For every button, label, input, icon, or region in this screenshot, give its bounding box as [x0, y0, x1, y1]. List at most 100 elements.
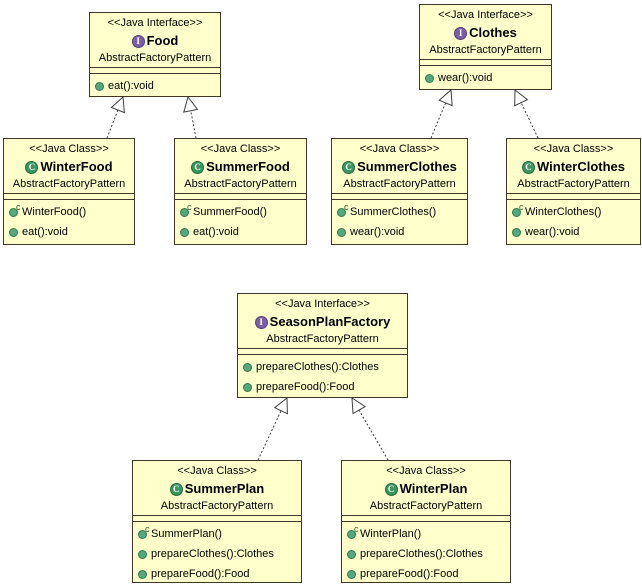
- methods-compartment: c WinterFood() eat():void: [4, 200, 134, 244]
- constructor-icon: c: [347, 524, 359, 539]
- methods-compartment: c WinterClothes() wear():void: [507, 200, 640, 244]
- interface-box-clothes[interactable]: <<Java Interface>> I Clothes AbstractFac…: [419, 4, 552, 90]
- class-icon: C: [169, 482, 183, 496]
- box-header: <<Java Interface>> I SeasonPlanFactory A…: [238, 294, 407, 348]
- class-icon: C: [25, 160, 39, 174]
- realization-arrow-winterfood-food[interactable]: [106, 95, 125, 139]
- method-row[interactable]: prepareClothes():Clothes: [347, 544, 510, 564]
- method-row[interactable]: eat():void: [95, 76, 220, 96]
- realization-arrow-summerclothes-clothes[interactable]: [430, 88, 453, 139]
- methods-compartment: c SummerFood() eat():void: [175, 200, 306, 244]
- constructor-row[interactable]: c WinterFood(): [9, 202, 134, 222]
- class-box-summerplan[interactable]: <<Java Class>> C SummerPlan AbstractFact…: [132, 460, 302, 583]
- public-method-icon: [138, 569, 147, 579]
- method-label: prepareFood():Food: [256, 381, 355, 393]
- public-method-icon: [425, 73, 434, 83]
- stereotype-label: <<Java Interface>>: [275, 298, 370, 310]
- constructor-marker: c: [344, 201, 349, 212]
- class-box-summerclothes[interactable]: <<Java Class>> C SummerClothes AbstractF…: [331, 138, 468, 245]
- class-name: SummerPlan: [184, 481, 265, 496]
- method-row[interactable]: prepareFood():Food: [347, 564, 510, 584]
- realization-arrow-summerfood-food[interactable]: [183, 95, 199, 139]
- interface-name: SeasonPlanFactory: [269, 314, 391, 329]
- package-label: AbstractFactoryPattern: [266, 333, 379, 345]
- class-box-summerfood[interactable]: <<Java Class>> C SummerFood AbstractFact…: [174, 138, 307, 245]
- class-name: WinterFood: [40, 159, 113, 174]
- interface-box-seasonplanfactory[interactable]: <<Java Interface>> I SeasonPlanFactory A…: [237, 293, 408, 398]
- method-label: prepareClothes():Clothes: [151, 548, 274, 560]
- method-label: wear():void: [438, 72, 493, 84]
- constructor-row[interactable]: c SummerFood(): [180, 202, 306, 222]
- public-method-icon: [243, 362, 252, 372]
- interface-icon: I: [454, 26, 468, 40]
- method-row[interactable]: eat():void: [180, 222, 306, 242]
- method-label: prepareFood():Food: [360, 568, 459, 580]
- constructor-marker: c: [354, 523, 359, 534]
- box-header: <<Java Class>> C SummerClothes AbstractF…: [332, 139, 467, 193]
- method-row[interactable]: wear():void: [512, 222, 640, 242]
- package-label: AbstractFactoryPattern: [343, 178, 456, 190]
- method-row[interactable]: wear():void: [337, 222, 467, 242]
- class-box-winterplan[interactable]: <<Java Class>> C WinterPlan AbstractFact…: [341, 460, 511, 583]
- method-label: WinterPlan(): [360, 528, 422, 540]
- constructor-row[interactable]: c SummerClothes(): [337, 202, 467, 222]
- method-row[interactable]: prepareFood():Food: [138, 564, 301, 584]
- constructor-marker: c: [519, 201, 524, 212]
- method-row[interactable]: prepareFood():Food: [243, 377, 407, 397]
- class-box-winterfood[interactable]: <<Java Class>> C WinterFood AbstractFact…: [3, 138, 135, 245]
- method-label: wear():void: [350, 226, 405, 238]
- public-method-icon: [243, 382, 252, 392]
- box-header: <<Java Class>> C SummerPlan AbstractFact…: [133, 461, 301, 515]
- attributes-compartment: [175, 193, 306, 200]
- stereotype-label: <<Java Class>>: [533, 143, 614, 155]
- class-icon: C: [522, 160, 535, 174]
- class-name: SummerClothes: [357, 159, 457, 174]
- constructor-row[interactable]: c WinterPlan(): [347, 524, 510, 544]
- methods-compartment: c SummerPlan() prepareClothes():Clothes …: [133, 522, 301, 584]
- realization-arrow-winterclothes-clothes[interactable]: [514, 88, 539, 139]
- method-label: eat():void: [108, 80, 154, 92]
- attributes-compartment: [342, 515, 510, 522]
- attributes-compartment: [332, 193, 467, 200]
- stereotype-label: <<Java Interface>>: [438, 9, 533, 21]
- package-label: AbstractFactoryPattern: [517, 178, 630, 190]
- interface-name: Food: [146, 33, 179, 48]
- methods-compartment: eat():void: [90, 74, 220, 96]
- methods-compartment: c WinterPlan() prepareClothes():Clothes …: [342, 522, 510, 584]
- attributes-compartment: [238, 348, 407, 355]
- package-label: AbstractFactoryPattern: [98, 52, 212, 64]
- public-method-icon: [138, 549, 147, 559]
- interface-name: Clothes: [469, 25, 517, 40]
- class-icon: C: [384, 482, 398, 496]
- method-row[interactable]: eat():void: [9, 222, 134, 242]
- attributes-compartment: [507, 193, 640, 200]
- constructor-icon: c: [512, 202, 524, 217]
- constructor-row[interactable]: c WinterClothes(): [512, 202, 640, 222]
- constructor-marker: c: [16, 201, 21, 212]
- stereotype-label: <<Java Class>>: [359, 143, 440, 155]
- realization-arrow-winterplan-factory[interactable]: [351, 397, 389, 461]
- public-method-icon: [337, 227, 346, 237]
- constructor-marker: c: [145, 523, 150, 534]
- class-box-winterclothes[interactable]: <<Java Class>> C WinterClothes AbstractF…: [506, 138, 641, 245]
- realization-arrow-summerplan-factory[interactable]: [257, 396, 288, 461]
- method-row[interactable]: wear():void: [425, 68, 551, 88]
- attributes-compartment: [4, 193, 134, 200]
- methods-compartment: prepareClothes():Clothes prepareFood():F…: [238, 355, 407, 397]
- stereotype-label: <<Java Class>>: [29, 143, 109, 155]
- method-label: eat():void: [193, 226, 239, 238]
- method-label: prepareClothes():Clothes: [256, 361, 379, 373]
- method-row[interactable]: prepareClothes():Clothes: [138, 544, 301, 564]
- public-method-icon: [347, 549, 356, 559]
- method-row[interactable]: prepareClothes():Clothes: [243, 357, 407, 377]
- constructor-row[interactable]: c SummerPlan(): [138, 524, 301, 544]
- method-label: wear():void: [525, 226, 580, 238]
- stereotype-label: <<Java Interface>>: [107, 17, 203, 29]
- method-label: eat():void: [22, 226, 68, 238]
- method-label: WinterClothes(): [525, 206, 602, 218]
- constructor-icon: c: [180, 202, 192, 217]
- methods-compartment: c SummerClothes() wear():void: [332, 200, 467, 244]
- interface-box-food[interactable]: <<Java Interface>> I Food AbstractFactor…: [89, 12, 221, 97]
